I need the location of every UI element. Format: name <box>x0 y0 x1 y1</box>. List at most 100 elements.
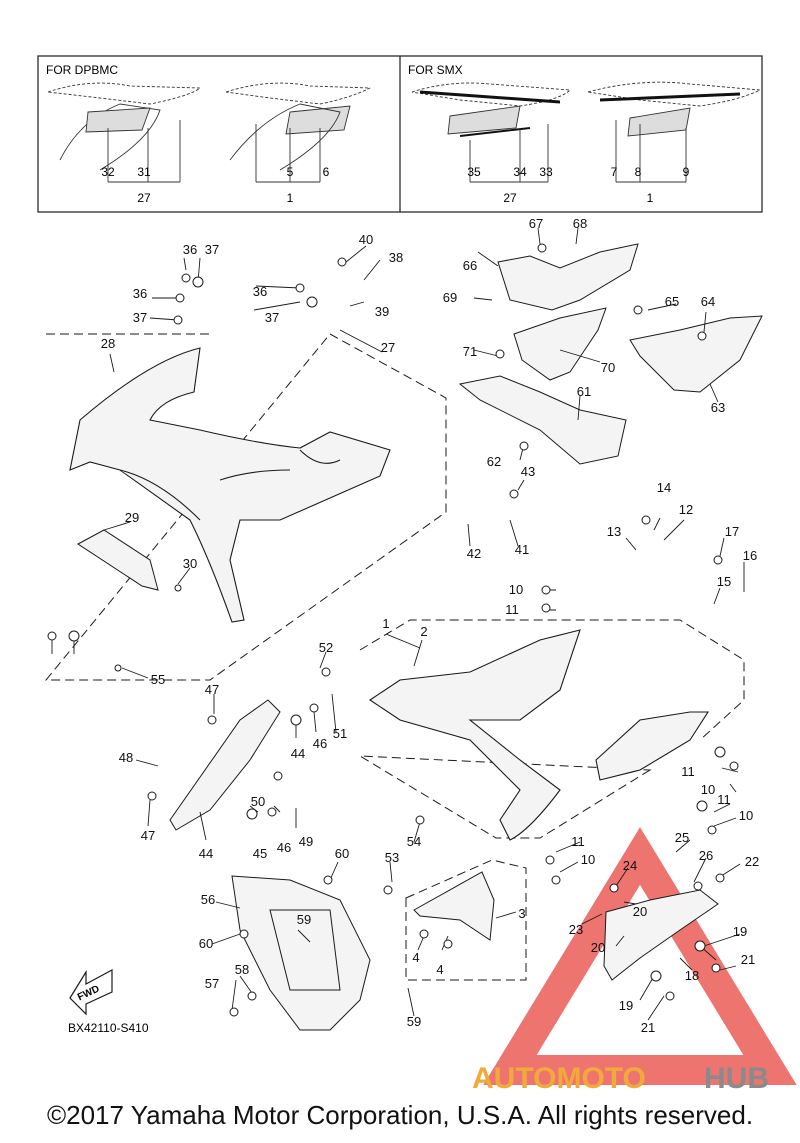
part-label: 60 <box>199 936 213 951</box>
cowling-right-1 <box>369 629 710 841</box>
part-label: 56 <box>201 892 215 907</box>
part-label: 12 <box>679 502 693 517</box>
svg-text:35: 35 <box>467 165 481 179</box>
part-label: 4 <box>436 962 443 977</box>
inset-right-title: FOR SMX <box>408 63 463 77</box>
part-label: 27 <box>381 340 395 355</box>
inset-left-title: FOR DPBMC <box>46 63 118 77</box>
part-label: 22 <box>745 854 759 869</box>
svg-text:33: 33 <box>539 165 553 179</box>
part-label: 11 <box>505 602 519 617</box>
part-label: 57 <box>205 976 219 991</box>
part-label: 53 <box>385 850 399 865</box>
part-label: 68 <box>573 216 587 231</box>
part-label: 59 <box>297 912 311 927</box>
part-label: 64 <box>701 294 715 309</box>
part-label: 39 <box>375 304 389 319</box>
part-label: 19 <box>733 924 747 939</box>
part-label: 17 <box>725 524 739 539</box>
part-label: 62 <box>487 454 501 469</box>
part-label: 44 <box>199 846 213 861</box>
part-label: 10 <box>701 782 715 797</box>
inset-right-sketch <box>411 81 762 183</box>
inner-panel-44 <box>169 699 281 831</box>
svg-text:5: 5 <box>287 165 294 179</box>
part-label: 51 <box>333 726 347 741</box>
part-label: 49 <box>299 834 313 849</box>
part-label: 61 <box>577 384 591 399</box>
fwd-arrow-icon: FWD <box>69 968 113 1016</box>
svg-text:27: 27 <box>503 191 517 205</box>
inset-box <box>37 55 763 213</box>
inset-left-sketch <box>47 82 371 183</box>
part-label: 36 <box>253 284 267 299</box>
part-label: 10 <box>739 808 753 823</box>
copyright-notice: ©2017 Yamaha Motor Corporation, U.S.A. A… <box>46 1100 754 1130</box>
part-label: 21 <box>641 1020 655 1035</box>
part-label: 52 <box>319 640 333 655</box>
part-label: 46 <box>277 840 291 855</box>
svg-text:1: 1 <box>287 191 294 205</box>
part-label: 59 <box>407 1014 421 1029</box>
part-label: 29 <box>125 510 139 525</box>
part-label: 66 <box>463 258 477 273</box>
part-label: 45 <box>253 846 267 861</box>
leader-lines <box>51 227 745 1021</box>
part-label: 48 <box>119 750 133 765</box>
part-label: 36 <box>133 286 147 301</box>
inset-right-labels: 35 34 33 27 7 8 9 1 <box>467 165 689 205</box>
bracket-3 <box>413 871 495 941</box>
svg-text:6: 6 <box>323 165 330 179</box>
part-label: 67 <box>529 216 543 231</box>
part-label: 69 <box>443 290 457 305</box>
part-label: 21 <box>741 952 755 967</box>
part-label: 11 <box>571 834 585 849</box>
part-label: 2 <box>420 624 427 639</box>
panel-29 <box>77 529 159 591</box>
duct-parts-61-70 <box>458 243 763 465</box>
part-label: 44 <box>291 746 305 761</box>
cowling-left-27 <box>69 347 391 623</box>
svg-text:7: 7 <box>611 165 618 179</box>
svg-text:9: 9 <box>683 165 690 179</box>
part-label: 37 <box>133 310 147 325</box>
part-label: 13 <box>607 524 621 539</box>
svg-text:1: 1 <box>647 191 654 205</box>
part-label: 42 <box>467 546 481 561</box>
part-label: 14 <box>657 480 671 495</box>
part-label: 23 <box>569 922 583 937</box>
watermark-text-1: AUTOMOTO <box>472 1062 646 1095</box>
part-label: 47 <box>205 682 219 697</box>
part-label: 36 <box>183 242 197 257</box>
part-label: 10 <box>581 852 595 867</box>
svg-text:31: 31 <box>137 165 151 179</box>
watermark-logo: AUTOMOTO HUB <box>472 827 797 1095</box>
part-label: 3 <box>518 906 525 921</box>
part-label: 37 <box>265 310 279 325</box>
part-label: 46 <box>313 736 327 751</box>
part-label: 43 <box>521 464 535 479</box>
part-label: 41 <box>515 542 529 557</box>
svg-text:32: 32 <box>101 165 115 179</box>
group-outlines <box>44 333 745 981</box>
part-label: 25 <box>675 830 689 845</box>
watermark-text-2: HUB <box>704 1062 769 1095</box>
part-label: 54 <box>407 834 421 849</box>
part-label: 38 <box>389 250 403 265</box>
part-label: 40 <box>359 232 373 247</box>
diagram-code: BX42110-S410 <box>68 1021 149 1035</box>
part-label: 58 <box>235 962 249 977</box>
hardware-parts <box>47 243 739 1017</box>
lower-cover-56 <box>231 875 371 1031</box>
bracket-group-19-26 <box>603 889 719 981</box>
part-label: 60 <box>335 846 349 861</box>
part-label: 47 <box>141 828 155 843</box>
part-label: 4 <box>412 950 419 965</box>
part-label: 15 <box>717 574 731 589</box>
part-label: 24 <box>623 858 637 873</box>
svg-text:8: 8 <box>635 165 642 179</box>
part-label: 63 <box>711 400 725 415</box>
svg-text:34: 34 <box>513 165 527 179</box>
part-label: 20 <box>633 904 647 919</box>
